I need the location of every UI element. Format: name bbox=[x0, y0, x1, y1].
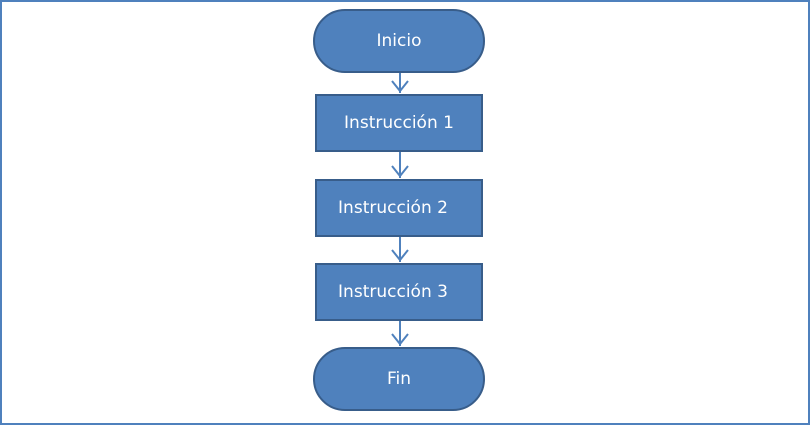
step-1-label: Instrucción 1 bbox=[344, 113, 454, 133]
start-terminal: Inicio bbox=[313, 9, 485, 73]
end-label: Fin bbox=[386, 369, 412, 389]
step-2-label: Instrucción 2 bbox=[338, 198, 448, 218]
end-terminal: Fin bbox=[313, 347, 485, 411]
step-3-label: Instrucción 3 bbox=[338, 282, 448, 302]
process-step-2: Instrucción 2 bbox=[315, 179, 483, 237]
process-step-3: Instrucción 3 bbox=[315, 263, 483, 321]
process-step-1: Instrucción 1 bbox=[315, 94, 483, 152]
start-label: Inicio bbox=[376, 31, 422, 51]
